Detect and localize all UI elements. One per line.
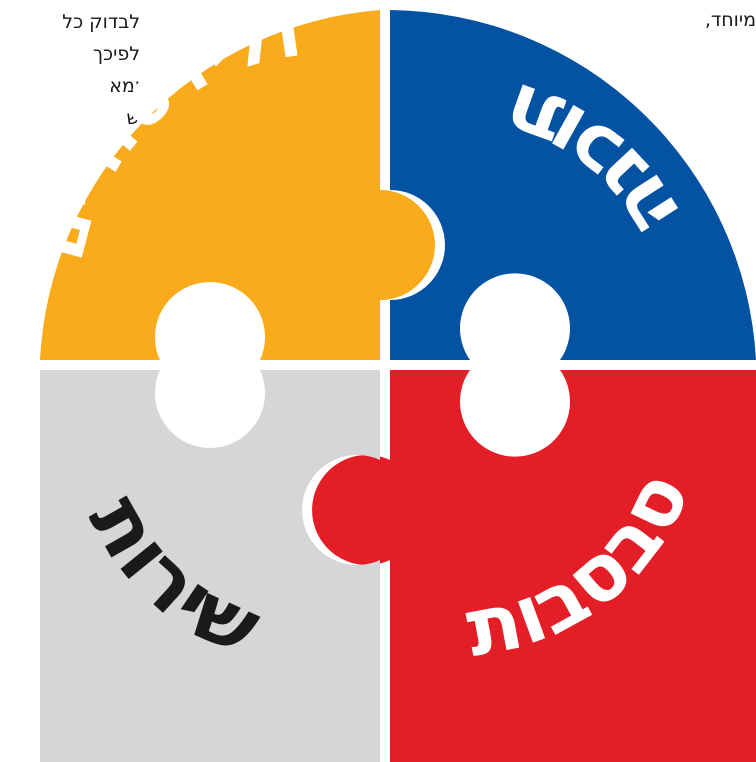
puzzle-piece-software [390,10,756,360]
puzzle-piece-validators [40,10,435,360]
text-line: לבדוק כל [62,11,140,33]
text-fragment-top-left: לבדוק כל לפיכך ומא ש [0,6,140,134]
text-line: ש [126,107,140,129]
text-line: מיוחד, [704,9,756,31]
text-line: לפיכך [92,43,140,65]
text-line: ומא [109,75,140,97]
text-fragment-top-right: מיוחד, [640,6,756,34]
puzzle-piece-environments [312,370,756,762]
puzzle-piece-service [40,370,380,762]
